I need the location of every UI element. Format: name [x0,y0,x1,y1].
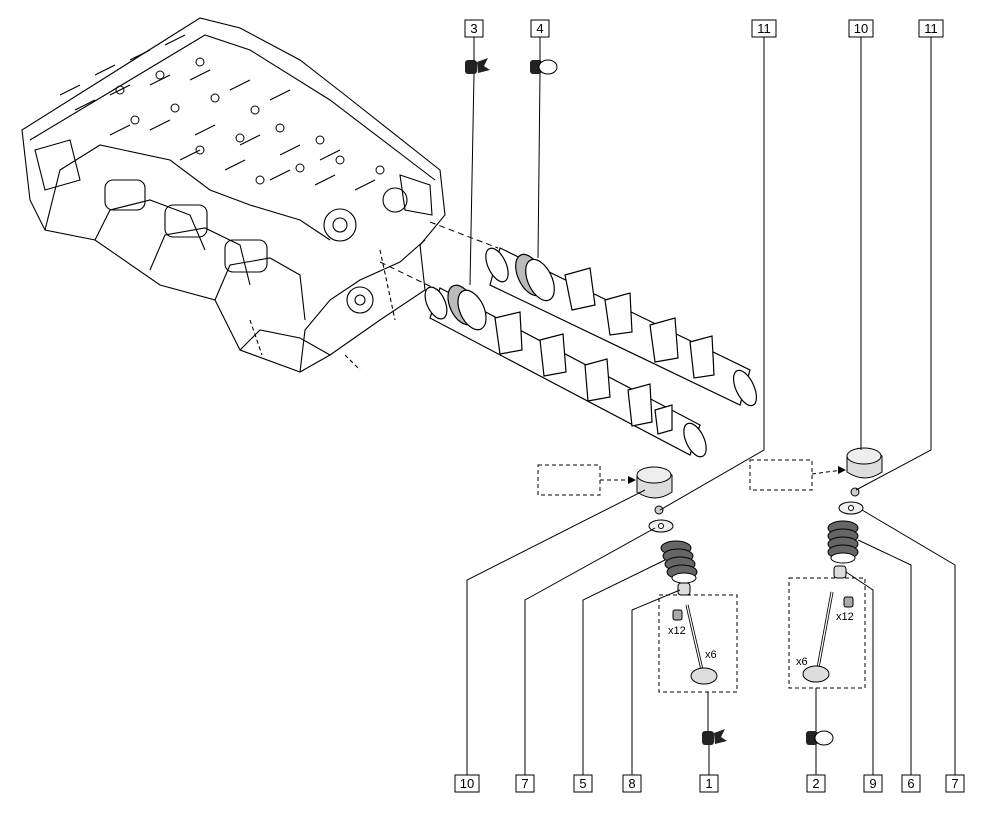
right-valve-multiplier: x6 [796,656,808,668]
callout-6: 6 [901,774,921,793]
callout-5: 5 [573,774,593,793]
plug-1-icon [702,729,727,745]
left-valve-spring [660,540,698,584]
right-tappet [846,447,883,479]
svg-text:3: 3 [470,21,477,36]
svg-text:10: 10 [460,776,474,791]
callout-10-top: 10 [848,19,874,38]
left-valve [685,604,718,685]
intake-camshaft [485,247,758,407]
right-valve-spring [827,520,859,564]
right-keeper-multiplier: x12 [836,611,854,623]
left-keeper-icon [672,609,683,621]
callout-11-right: 11 [918,19,944,38]
left-tappet [636,466,673,499]
svg-text:8: 8 [628,776,635,791]
svg-text:9: 9 [869,776,876,791]
seal-4-icon [530,59,558,75]
svg-text:2: 2 [812,776,819,791]
svg-text:11: 11 [757,21,771,36]
svg-text:7: 7 [521,776,528,791]
callout-7-left: 7 [515,774,535,793]
svg-text:6: 6 [907,776,914,791]
callout-11-left: 11 [751,19,777,38]
svg-text:4: 4 [536,21,543,36]
exhaust-camshaft [424,284,707,458]
left-keeper-multiplier: x12 [668,625,686,637]
callout-2: 2 [806,774,826,793]
right-keeper-icon [843,596,854,608]
right-valve-parts: x12 x6 [749,447,883,746]
leader-lines [466,37,956,775]
svg-text:7: 7 [951,776,958,791]
callout-4: 4 [530,19,550,38]
svg-text:5: 5 [579,776,586,791]
callout-1: 1 [699,774,719,793]
left-valve-parts: x12 x6 [537,464,738,745]
callout-8: 8 [622,774,642,793]
cylinder-head [21,17,446,373]
left-valve-multiplier: x6 [705,649,717,661]
callout-9: 9 [863,774,883,793]
svg-text:11: 11 [924,21,938,36]
svg-text:1: 1 [705,776,712,791]
svg-text:10: 10 [854,21,868,36]
callouts: 3 4 11 10 11 10 7 5 [454,19,965,793]
seal-2-icon [806,730,834,746]
callout-10-bottom: 10 [454,774,480,793]
callout-7-right: 7 [945,774,965,793]
callout-3: 3 [464,19,484,38]
alignment-lines [379,221,499,291]
right-valve [802,591,834,683]
plug-3-icon [465,58,490,74]
